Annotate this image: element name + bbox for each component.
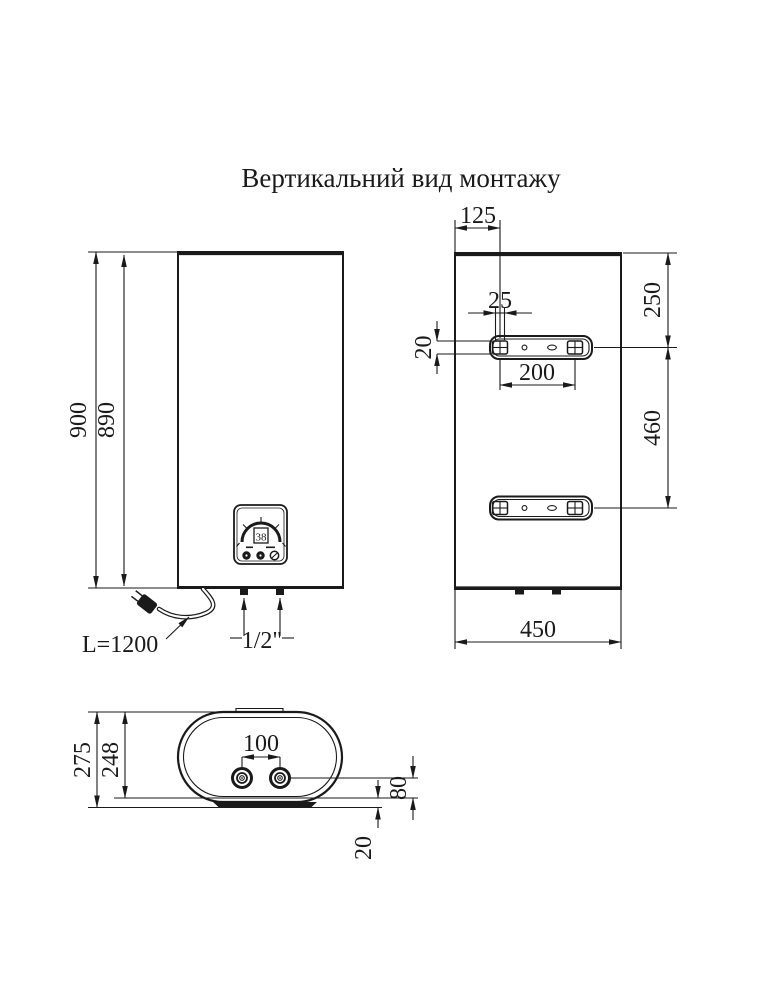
top-body-inner-outline xyxy=(182,716,338,798)
temperature-display-value: 38 xyxy=(256,532,268,544)
dim-depth-total-label: 275 xyxy=(70,742,96,778)
dim-slot-spacing: 200 xyxy=(499,359,576,390)
dim-depth-body-label: 248 xyxy=(98,742,124,778)
dim-depth-total: 275 xyxy=(70,711,100,808)
dim-pipe-to-back: 80 xyxy=(386,756,416,820)
dim-pipe-spacing-label: 100 xyxy=(243,731,279,757)
pipe-fitting-inner xyxy=(277,775,283,781)
mounting-bracket-lower xyxy=(489,495,593,521)
gauge-tick xyxy=(242,524,247,529)
dim-bracket-spacing: 460 xyxy=(640,347,671,509)
pipe-fitting-inner xyxy=(239,775,245,781)
power-cord xyxy=(130,586,216,620)
dim-pipe-spacing: 100 xyxy=(241,731,281,769)
dim-slot-width-label: 25 xyxy=(488,288,512,314)
control-panel: 38 xyxy=(233,504,288,565)
pipe-fitting-left xyxy=(231,767,253,789)
power-plug-prong xyxy=(135,590,143,597)
dim-height-body-label: 890 xyxy=(94,402,120,438)
dim-width-label: 450 xyxy=(520,617,556,643)
pipe-fitting-mid xyxy=(274,772,286,784)
pipe-fitting-center xyxy=(241,777,243,779)
power-cord-core xyxy=(157,587,215,619)
power-button-glyph xyxy=(245,554,248,557)
control-panel-outline xyxy=(233,504,288,565)
temperature-display xyxy=(253,527,269,544)
dim-bracket-offset-label: 20 xyxy=(351,836,377,860)
dim-width: 450 xyxy=(454,589,622,649)
power-plug xyxy=(130,590,158,614)
dim-edge-to-slot: 125 xyxy=(454,203,501,338)
dim-slot-width: 25 xyxy=(468,288,532,340)
dim-edge-to-slot-label: 125 xyxy=(460,203,496,229)
top-view: 275 248 100 xyxy=(70,707,418,860)
back-view: 125 25 20 200 xyxy=(411,203,677,649)
mounting-bracket-upper xyxy=(489,335,593,360)
standby-button[interactable] xyxy=(269,550,280,561)
dim-bracket-height: 20 xyxy=(411,321,492,374)
gauge-tick xyxy=(236,542,240,547)
power-plug-prong xyxy=(130,595,139,602)
panel-marking xyxy=(266,546,275,549)
pipe-stub-right xyxy=(276,589,284,595)
back-body-outline xyxy=(454,252,622,590)
dim-top-to-bracket-label: 250 xyxy=(640,282,666,318)
dim-cord-length: L=1200 xyxy=(82,616,190,658)
pipe-stub-left xyxy=(240,589,248,595)
temperature-gauge-arc xyxy=(240,521,282,543)
leader-arrow xyxy=(165,616,190,640)
pipe-fitting-center xyxy=(279,777,281,779)
top-seam-plate xyxy=(235,707,284,712)
control-panel-inner-outline xyxy=(236,507,285,562)
base-foot xyxy=(213,802,317,808)
dim-pipe-thread: 1/2" xyxy=(230,597,294,654)
dim-top-to-bracket: 250 xyxy=(640,252,671,348)
dim-bracket-offset: 20 xyxy=(351,780,381,860)
dim-height-total-label: 900 xyxy=(66,402,92,438)
dim-height-total: 900 xyxy=(66,251,99,589)
gauge-tick xyxy=(275,524,280,529)
mode-button-glyph xyxy=(259,554,262,557)
standby-button-glyph xyxy=(271,552,278,559)
pipe-fitting-right xyxy=(269,767,291,789)
dim-bracket-height-label: 20 xyxy=(411,336,437,360)
pipe-thread-label: 1/2" xyxy=(242,628,282,654)
dim-pipe-to-back-label: 80 xyxy=(386,776,412,800)
page-title: Вертикальний вид монтажу xyxy=(241,163,561,193)
pipe-fitting-mid xyxy=(236,772,248,784)
front-view: 900 890 38 xyxy=(66,251,344,658)
gauge-tick xyxy=(282,542,286,547)
panel-marking xyxy=(246,546,253,549)
pipe-stub-rear xyxy=(515,589,524,595)
power-plug-body xyxy=(136,594,158,614)
dim-depth-body: 248 xyxy=(98,711,128,799)
cord-length-label: L=1200 xyxy=(82,632,158,658)
dim-bracket-spacing-label: 460 xyxy=(640,410,666,446)
dim-height-body: 890 xyxy=(94,254,127,587)
dim-slot-spacing-label: 200 xyxy=(519,360,555,386)
pipe-stub-rear xyxy=(552,589,561,595)
